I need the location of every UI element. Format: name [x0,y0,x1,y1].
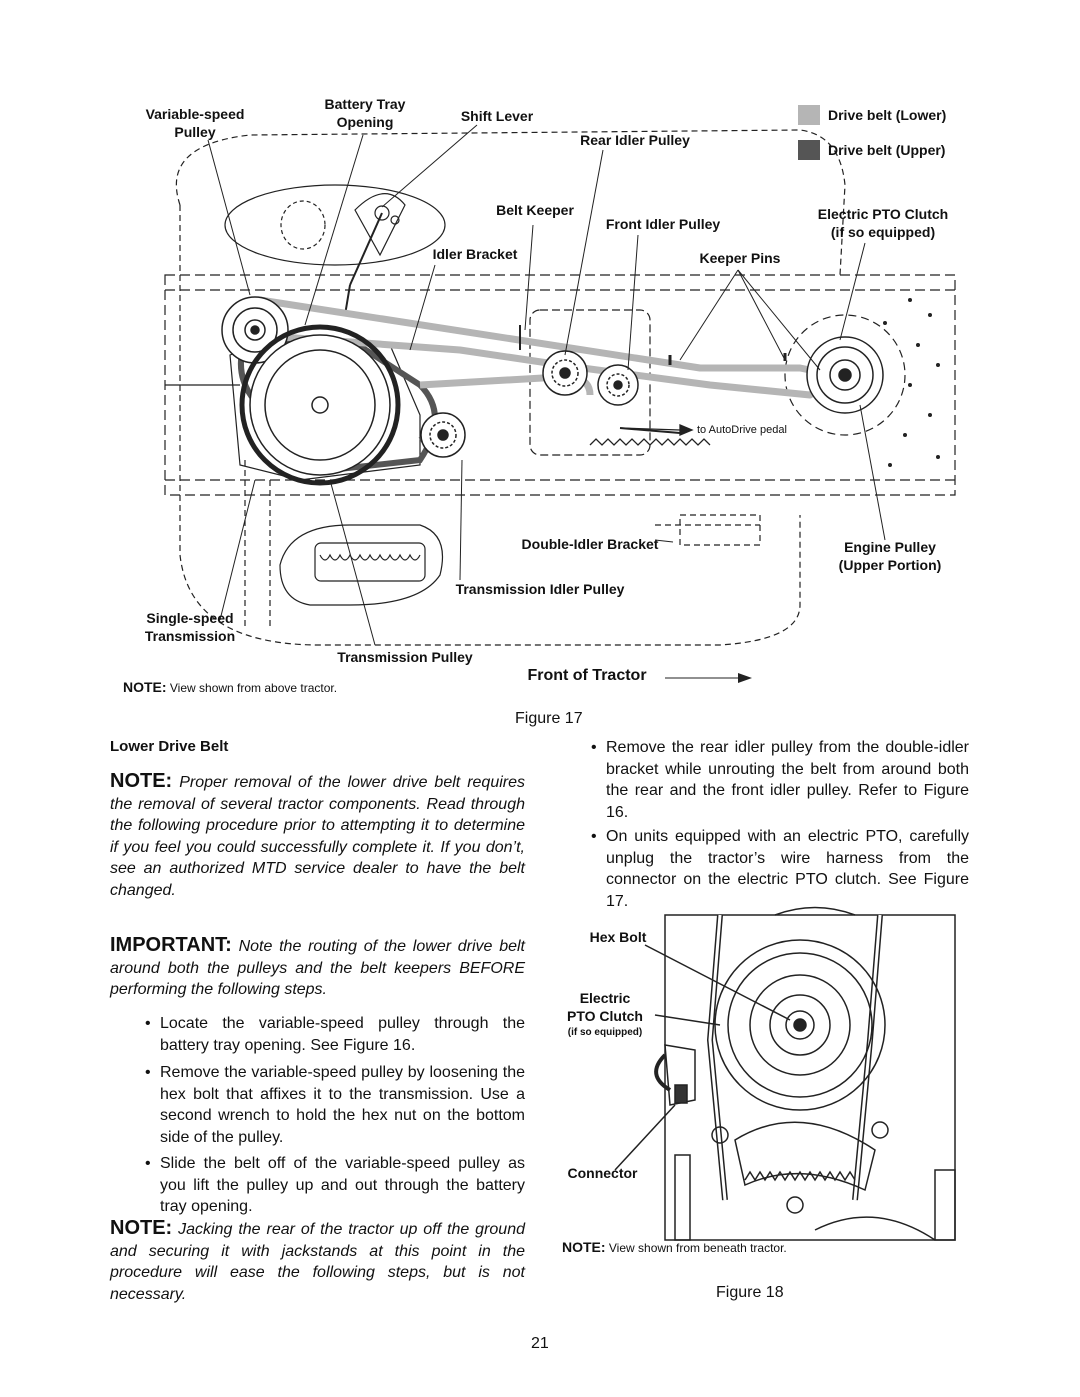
label-pto-line1: Electric PTO Clutch [817,206,949,222]
legend-label-lower: Drive belt (Lower) [828,107,947,123]
right-bullet-1-text: Remove the rear idler pulley from the do… [606,739,969,821]
right-bullet-2: • On units equipped with an electric PTO,… [591,826,969,912]
section-heading: Lower Drive Belt [110,738,229,755]
label-variable-speed-line2: Pulley [174,124,216,140]
note-1-label: NOTE: [110,770,173,792]
label-rear-idler-pulley: Rear Idler Pulley [580,132,690,148]
label-fig18-pto-line2: PTO Clutch [567,1008,643,1024]
label-keeper-pins: Keeper Pins [699,250,781,266]
bullet-dot: • [591,739,597,756]
label-connector: Connector [567,1165,638,1181]
label-engine-line1: Engine Pulley [844,539,936,555]
figure-18-pto-clutch-photo: Hex Bolt Electric PTO Clutch (if so equi… [545,900,965,1245]
label-battery-tray-opening: Battery Tray Opening [300,95,430,131]
right-bullet-1: • Remove the rear idler pulley from the d… [591,737,969,823]
page-number: 21 [531,1335,549,1352]
left-bullet-3: • Slide the belt off of the variable-spee… [145,1153,525,1218]
label-belt-keeper: Belt Keeper [496,202,574,218]
label-transmission-idler-pulley: Transmission Idler Pulley [455,581,625,597]
important-label: IMPORTANT: [110,934,232,956]
bullet-dot: • [591,828,597,845]
figure-18-caption: Figure 18 [716,1284,784,1301]
important-text: Note the routing of the lower drive belt… [110,938,525,998]
label-electric-pto-clutch-fig18: Electric PTO Clutch [555,989,655,1025]
transmission-pulley [239,324,401,486]
label-shift-lever: Shift Lever [460,108,534,124]
label-if-so-equipped: (if so equipped) [567,1027,643,1038]
legend-label-upper: Drive belt (Upper) [828,142,946,158]
label-idler-bracket: Idler Bracket [432,246,518,262]
note-1-paragraph: NOTE: Proper removal of the lower drive … [110,770,525,901]
figure-17-note-label: NOTE: [123,679,167,695]
left-bullet-2: • Remove the variable-speed pulley by loo… [145,1062,525,1148]
right-bullet-2-text: On units equipped with an electric PTO, … [606,828,969,910]
pto-clutch-outer [714,939,886,1111]
label-single-speed-line2: Transmission [144,628,236,644]
label-double-idler-bracket: Double-Idler Bracket [521,536,659,552]
figure-18-note-text: View shown from beneath tractor. [605,1241,787,1255]
figure-17-note: NOTE: View shown from above tractor. [123,679,337,695]
figure-17-drawing [164,124,956,683]
label-single-speed-line1: Single-speed [146,610,234,626]
figure-18-drawing [614,906,956,1241]
body-outline-lower [179,205,801,646]
bullet-dot: • [145,1064,151,1081]
label-electric-pto-clutch: Electric PTO Clutch (if so equipped) [808,205,958,241]
figure-18-note-label: NOTE: [562,1239,606,1255]
engine-pulley-region [784,314,906,436]
lower-panel [279,524,444,606]
label-variable-speed-pulley: Variable-speed Pulley [120,105,270,141]
bullet-dot: • [145,1015,151,1032]
left-bullet-1-text: Locate the variable-speed pulley through… [160,1015,525,1054]
label-fig18-pto-line1: Electric [579,990,631,1006]
important-paragraph: IMPORTANT: Note the routing of the lower… [110,934,525,1001]
label-transmission-pulley: Transmission Pulley [337,649,473,665]
label-front-idler-pulley: Front Idler Pulley [605,216,721,232]
label-single-speed-transmission: Single-speed Transmission [125,609,255,645]
bullet-dot: • [145,1155,151,1172]
label-to-autodrive-pedal: to AutoDrive pedal [697,424,787,436]
left-bullet-3-text: Slide the belt off of the variable-speed… [160,1155,525,1215]
note-2-label: NOTE: [110,1217,173,1239]
body-outline-upper [175,129,846,276]
label-variable-speed-line1: Variable-speed [145,106,245,122]
label-battery-tray-line2: Opening [336,114,394,130]
legend-swatch-upper [798,140,820,160]
legend-swatch-lower [798,105,820,125]
legend: Drive belt (Lower) Drive belt (Upper) [798,103,970,165]
note-2-paragraph: NOTE: Jacking the rear of the tractor up… [110,1217,525,1305]
drive-belt-upper [237,336,438,474]
left-bullet-1: • Locate the variable-speed pulley throug… [145,1013,525,1056]
label-engine-pulley: Engine Pulley (Upper Portion) [820,538,960,574]
figure-18-note: NOTE: View shown from beneath tractor. [562,1239,787,1255]
figure-17-drive-belt-diagram: Variable-speed Pulley Battery Tray Openi… [120,85,970,700]
figure-17-note-text: View shown from above tractor. [166,681,338,695]
label-battery-tray-line1: Battery Tray [324,96,406,112]
note-2-text: Jacking the rear of the tractor up off t… [110,1221,525,1303]
label-engine-line2: (Upper Portion) [838,557,942,573]
drive-belt-lower [254,296,839,399]
label-front-of-tractor: Front of Tractor [527,667,647,684]
label-pto-line2: (if so equipped) [830,224,936,240]
note-1-text: Proper removal of the lower drive belt r… [110,774,525,899]
label-hex-bolt: Hex Bolt [589,929,647,945]
figure-17-caption: Figure 17 [515,710,583,727]
left-bullet-2-text: Remove the variable-speed pulley by loos… [160,1064,525,1146]
battery-tray-opening [224,184,446,266]
